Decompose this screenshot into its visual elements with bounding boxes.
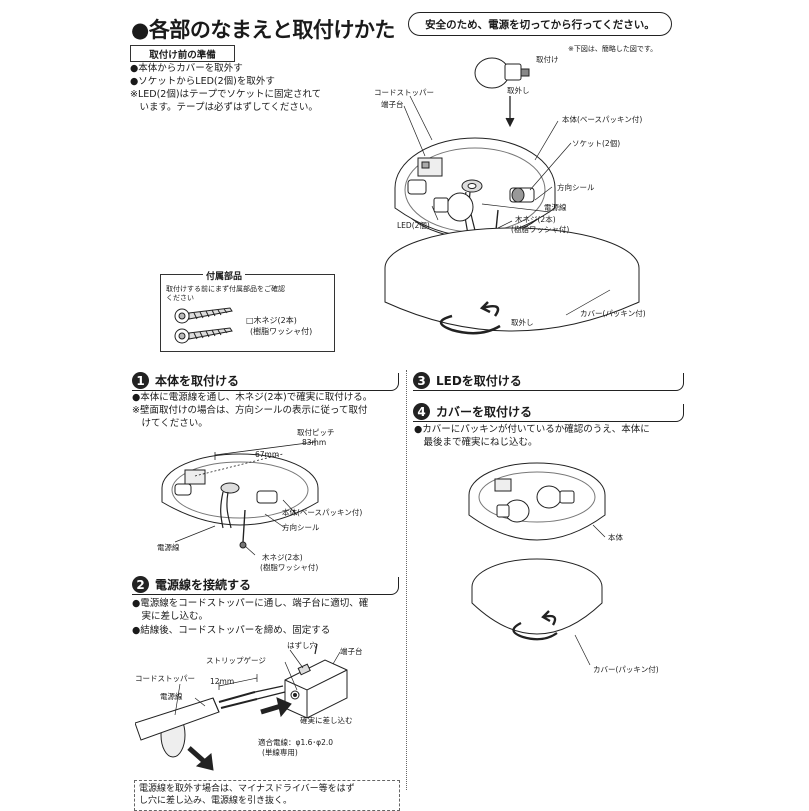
step2-line: 実に差し込む。 [132,611,209,622]
label-body: 本体(ベースパッキン付) [282,508,363,517]
step3-number: 3 [413,372,430,389]
label-body: 本体(ベースパッキン付) [562,115,643,124]
step4-header: 4 カバーを取付ける [413,403,684,422]
exploded-view-diagram [384,57,640,335]
label-strip-gauge: ストリップゲージ [206,656,266,665]
label-power-line: 電源線 [157,543,180,552]
simplified-note: ※下図は、簡略した図です。 [568,45,658,53]
label-wire-spec-sub: (単線専用) [262,748,298,757]
bottom-note-line: し穴に差し込み、電源線を引き抜く。 [139,796,293,806]
label-screw: 木ネジ(2本) [515,215,556,224]
label-led: LED(2個) [397,221,430,230]
step2-header: 2 電源線を接続する [132,576,399,595]
step1-header: 1 本体を取付ける [132,372,399,391]
label-cord-stopper: コードストッパー [135,674,195,683]
accessories-heading: 付属部品 [203,269,246,282]
step3-header: 3 LEDを取付ける [413,372,684,391]
step3-title: LEDを取付ける [436,374,522,388]
label-screw: 木ネジ(2本) [262,553,303,562]
label-pitch-83: 83mm [302,438,327,447]
step4-number: 4 [413,403,430,420]
label-screw-sub: (樹脂ワッシャ付) [511,225,570,234]
accessory-screw-label: □木ネジ(2本) [246,316,297,325]
step4-title: カバーを取付ける [436,405,533,419]
label-insert: 確実に差し込む [300,716,353,725]
label-cover-remove: 取外し [511,318,534,327]
label-wire-spec: 適合電線：φ1.6･φ2.0 [258,738,333,747]
label-direction-seal: 方向シール [282,523,320,532]
label-dim-67: 67mm [255,450,280,459]
accessories-note: 取付けする前にまず付属部品をご確認 [166,285,285,293]
label-pitch: 取付ピッチ [297,428,335,437]
column-divider [406,370,407,790]
wood-screw-icon [174,307,233,344]
step2-line: ●結線後、コードストッパーを締め、固定する [132,625,331,636]
label-12mm: 12mm [210,677,235,686]
label-terminal: 端子台 [381,100,404,109]
prep-line: ●ソケットからLED(2個)を取外す [130,76,275,87]
label-body: 本体 [608,533,623,542]
step1-line: ●本体に電源線を通し、木ネジ(2本)で確実に取付ける。 [132,392,373,403]
accessories-note: ください [166,294,194,302]
accessory-screw-sublabel: (樹脂ワッシャ付) [250,327,313,336]
label-power-line: 電源線 [160,692,183,701]
step1-line: けてください。 [132,418,208,429]
step2-number: 2 [132,576,149,593]
prep-line: ※LED(2個)はテープでソケットに固定されて [130,89,322,100]
label-remove: 取外し [507,86,530,95]
prep-heading: 取付け前の準備 [130,45,235,62]
safety-notice: 安全のため、電源を切ってから行ってください。 [408,12,672,36]
step4-diagram [468,462,606,666]
prep-line: ●本体からカバーを取外す [130,63,243,74]
step4-line: 最後まで確実にねじ込む。 [414,437,538,448]
step2-title: 電源線を接続する [155,578,252,592]
step1-line: ※壁面取付けの場合は、方向シールの表示に従って取付 [132,405,368,416]
label-socket: ソケット(2個) [572,139,621,148]
label-release-hole: はずし穴 [287,641,317,650]
label-power-line: 電源線 [544,203,567,212]
bottom-note-line: 電源線を取外す場合は、マイナスドライバー等をはず [139,784,355,794]
label-terminal: 端子台 [340,647,363,656]
accessories-box [160,274,335,352]
prep-line: います。テープは必ずはずしてください。 [130,102,318,113]
label-screw-sub: (樹脂ワッシャ付) [260,563,319,572]
step2-line: ●電源線をコードストッパーに通し、端子台に適切、確 [132,598,369,609]
label-direction-seal: 方向シール [557,183,595,192]
step1-number: 1 [132,372,149,389]
label-cover: カバー(パッキン付) [593,665,659,674]
label-cord-stopper: コードストッパー [374,88,434,97]
step2-wiring-diagram [135,643,348,771]
step1-diagram [161,438,319,556]
step1-title: 本体を取付ける [155,374,240,388]
step4-line: ●カバーにパッキンが付いているか確認のうえ、本体に [414,424,650,435]
page-title: ●各部のなまえと取付けかた [131,18,395,42]
label-attach: 取付け [536,55,559,64]
label-cover: カバー(パッキン付) [580,309,646,318]
